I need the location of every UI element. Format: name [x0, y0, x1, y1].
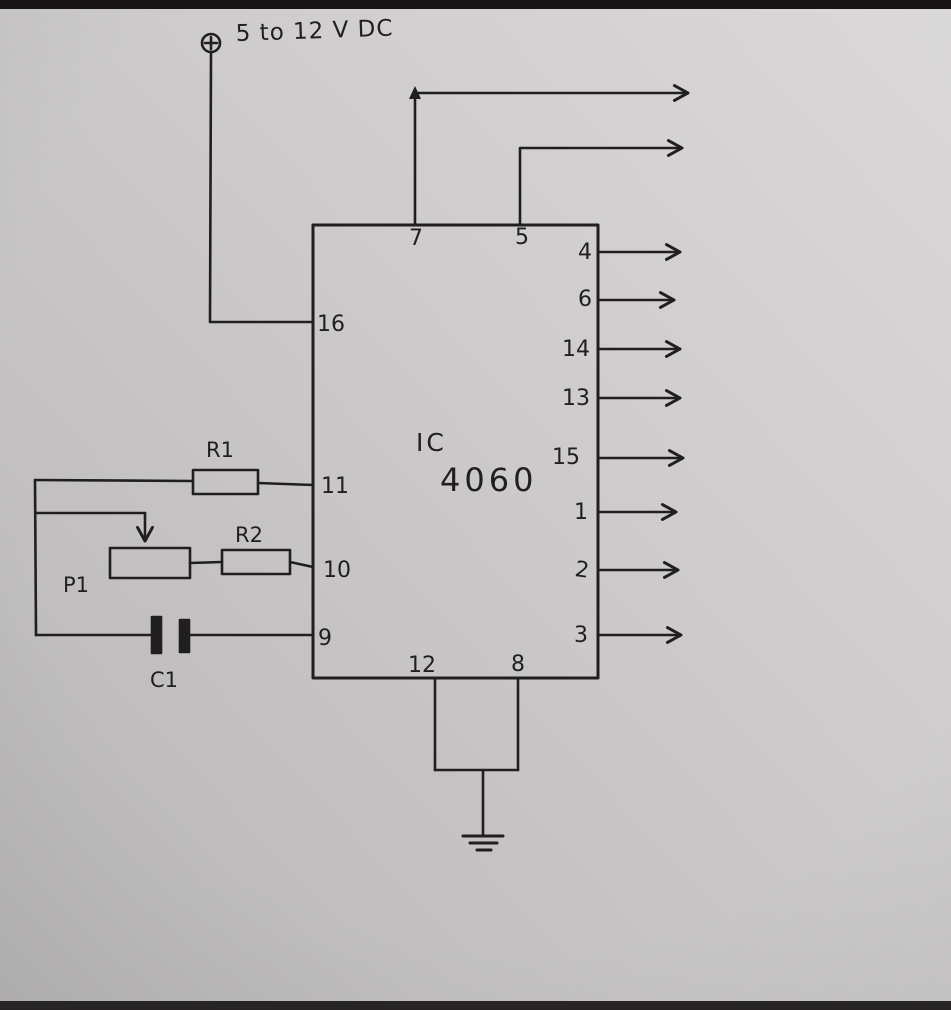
capacitor-c1-label: C1: [150, 668, 178, 692]
pin-label-10: 10: [323, 558, 351, 583]
pin-label-6: 6: [578, 287, 592, 312]
pin-5-output-wire: [518, 139, 684, 227]
pin-label-15: 15: [552, 445, 580, 470]
ic-body: [311, 223, 600, 680]
pin-label-11: 11: [321, 474, 349, 499]
potentiometer-p1-label: P1: [63, 573, 89, 597]
p1-to-r2-wire: [188, 560, 224, 565]
pin-label-14: 14: [562, 337, 590, 362]
pin-label-16: 16: [317, 312, 345, 337]
power-terminal-icon: [200, 32, 222, 54]
r1-to-pin11-wire: [256, 481, 315, 487]
pin-label-3: 3: [574, 623, 588, 648]
pin-label-4: 4: [578, 240, 592, 265]
ic-name-label: IC: [416, 428, 447, 457]
pin-7-junction-mark: [409, 86, 421, 99]
power-wire-to-pin16: [208, 50, 315, 324]
pin-label-7: 7: [409, 226, 423, 251]
resistor-r2-label: R2: [235, 523, 263, 547]
pin-label-8: 8: [511, 652, 525, 677]
pin-label-13: 13: [562, 386, 590, 411]
r1-to-bus-wire: [33, 478, 195, 483]
pin-label-5: 5: [515, 225, 529, 250]
pin-label-1: 1: [574, 500, 588, 525]
photo-bottom-edge: [0, 1001, 951, 1010]
pin-label-9: 9: [318, 626, 332, 651]
left-bus-wire: [33, 478, 38, 637]
pin-label-12: 12: [408, 653, 436, 678]
resistor-r1-label: R1: [206, 438, 234, 462]
ground-icon: [461, 834, 505, 852]
photo-top-edge: [0, 0, 951, 9]
pin-label-2: 2: [573, 557, 590, 584]
power-voltage-label: 5 to 12 V DC: [235, 16, 394, 47]
r2-to-pin10-wire: [288, 560, 315, 569]
ic-number-label: 4060: [440, 461, 537, 499]
